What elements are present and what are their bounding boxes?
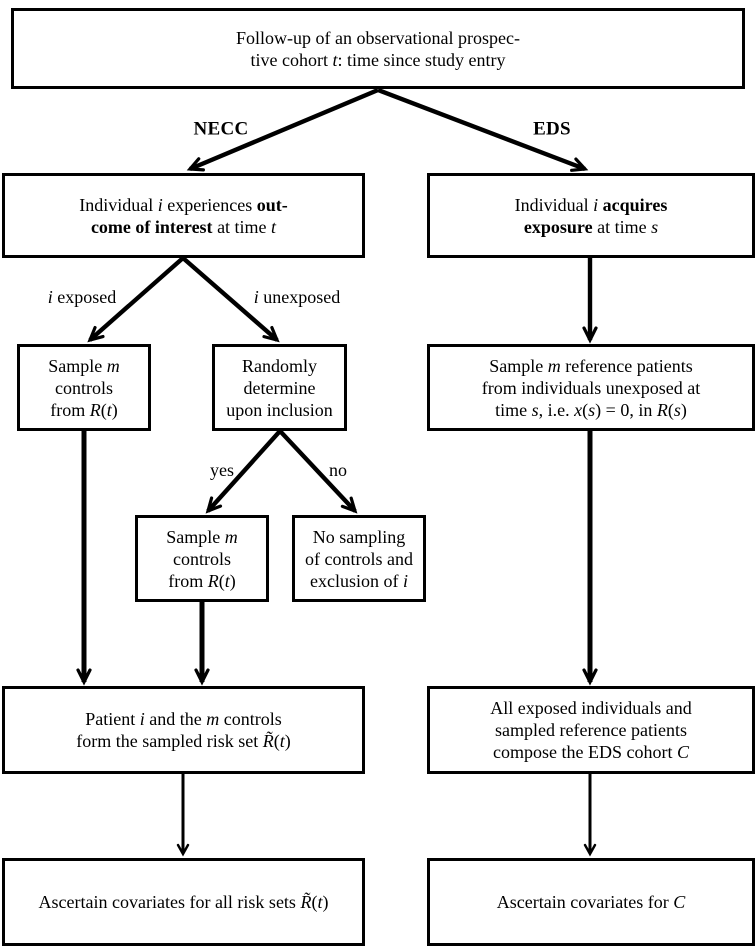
box-follow-up: Follow-up of an observational prospec-ti… — [11, 8, 745, 89]
box-ascertain-eds: Ascertain covariates for C — [427, 858, 755, 946]
box-necc-outcome: Individual i experiences out-come of int… — [2, 173, 365, 258]
edge-label-yes: yes — [210, 460, 234, 480]
edge-i-unexposed — [181, 256, 280, 343]
edge-label-no: no — [329, 460, 347, 480]
box-ascertain-necc: Ascertain covariates for all risk sets R… — [2, 858, 365, 946]
edge-label-eds: EDS — [533, 118, 571, 140]
edge-i-exposed — [87, 256, 185, 343]
edge-label-i-unexposed: i unexposed — [253, 287, 341, 307]
edge-eds-branch — [377, 87, 589, 172]
edge-no — [278, 429, 358, 514]
edge-necc-branch — [186, 87, 379, 172]
edge-label-i-exposed: i exposed — [47, 287, 117, 307]
edge-label-necc: NECC — [193, 118, 249, 140]
edge-yes — [205, 429, 282, 514]
